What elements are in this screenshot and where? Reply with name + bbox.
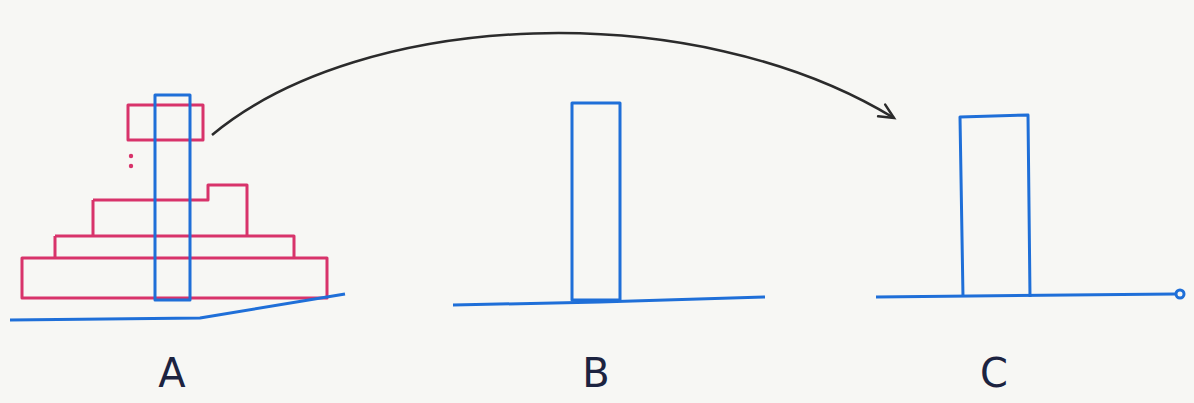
peg-region: A [132, 92, 212, 397]
disk [55, 236, 294, 258]
peg-label: B [556, 349, 636, 397]
peg-label: A [132, 349, 212, 397]
base-line [453, 297, 765, 305]
disk [128, 105, 203, 140]
peg-region: B [556, 100, 636, 397]
peg [572, 103, 620, 300]
move-arrow [212, 33, 894, 135]
base-line [10, 294, 345, 320]
peg-label: C [894, 349, 1094, 397]
base-line [876, 294, 1175, 297]
peg [960, 115, 1030, 297]
disk [93, 185, 247, 236]
peg-region: C [894, 112, 1094, 397]
ellipsis-dots [129, 154, 133, 168]
disk [22, 258, 327, 298]
base-end [1176, 290, 1184, 298]
peg [155, 95, 190, 300]
